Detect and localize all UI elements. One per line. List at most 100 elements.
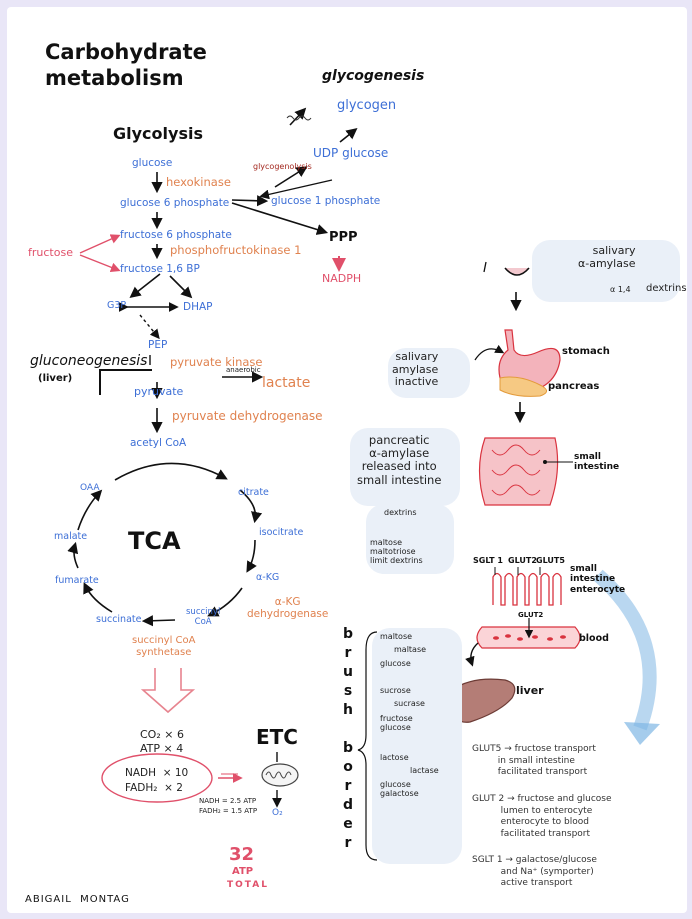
dextrin-products-label: maltose maltotriose limit dextrins (370, 538, 423, 566)
isocitrate-label: isocitrate (259, 527, 304, 538)
o2-label: O₂ (272, 808, 283, 818)
page-title-line2: metabolism (45, 66, 184, 90)
glucose-from-maltose: glucose (380, 659, 411, 668)
pyruvate-label: pyruvate (134, 385, 184, 398)
lactose-label: lactose (380, 753, 409, 762)
total-label: TOTAL (227, 880, 269, 890)
f6p-label: fructose 6 phosphate (120, 229, 232, 241)
brush-border-letter: r (344, 778, 352, 794)
fructose-glucose-label: fructose glucose (380, 714, 413, 733)
alpha14-label: α 1,4 (610, 285, 631, 294)
author-name: ABIGAIL MONTAG (25, 894, 130, 905)
succinate-label: succinate (96, 614, 142, 625)
total-number: 32 (229, 844, 255, 865)
brush-border-letter: s (343, 683, 353, 699)
salivary-amylase-label: salivary α-amylase (578, 244, 636, 270)
brush-border-letter: b (342, 626, 354, 642)
gluconeogenesis-label: gluconeogenesis (30, 353, 148, 369)
salivary-inactive-cloud (388, 348, 470, 398)
akg-dh-label: α-KG dehydrogenase (247, 596, 329, 621)
salivary-amylase-cloud (532, 240, 680, 302)
maltase-label: maltase (394, 645, 427, 654)
maltose-label: maltose (380, 632, 413, 641)
brush-border-letter: h (343, 702, 353, 718)
citrate-label: citrate (238, 487, 269, 498)
acetyl-coa-label: acetyl CoA (130, 437, 187, 449)
brush-border-cloud (372, 628, 462, 864)
lactate-label: lactate (262, 375, 311, 391)
glycolysis-heading: Glycolysis (113, 124, 203, 143)
nadh-atp-label: NADH = 2.5 ATP (199, 797, 257, 805)
g6p-label: glucose 6 phosphate (120, 197, 230, 209)
glut2-note: GLUT 2 → fructose and glucose lumen to e… (472, 794, 612, 840)
brush-border-letter (340, 720, 356, 739)
sucrose-label: sucrose (380, 686, 411, 695)
pyruvate-kinase-label: pyruvate kinase (170, 355, 263, 369)
salivary-inactive-label: salivary amylase inactive (392, 350, 439, 389)
pfk-label: phosphofructokinase 1 (170, 243, 302, 257)
glut2-blood-label: GLUT2 (518, 611, 544, 619)
glycogenolysis-label: glycogenolysis (253, 162, 312, 171)
brush-border-letter: u (343, 664, 353, 680)
pdh-label: pyruvate dehydrogenase (172, 409, 323, 423)
etc-label: ETC (256, 725, 298, 749)
glycogenesis-heading: glycogenesis (322, 68, 425, 84)
small-intestine-label: small intestine (574, 452, 620, 473)
dextrins-cloud (366, 504, 454, 574)
f16bp-label: fructose 1,6 BP (120, 263, 200, 275)
total-atp: ATP (232, 866, 254, 877)
dextrins-label: dextrins (646, 283, 687, 294)
ppp-label: PPP (329, 230, 358, 245)
glut2-label: GLUT2 (508, 556, 537, 565)
brush-border-letter: e (343, 816, 353, 832)
nadph-label: NADPH (322, 272, 362, 285)
g1p-label: glucose 1 phosphate (271, 195, 381, 207)
liver-label: liver (516, 684, 544, 697)
brush-border-letter: b (342, 740, 354, 756)
fumarate-label: fumarate (55, 575, 99, 586)
blood-label: blood (579, 633, 609, 644)
fadh2-yield: FADH₂ × 2 (125, 782, 183, 794)
sglt1-label: SGLT 1 (473, 556, 503, 565)
anaerobic-label: anaerobic (226, 366, 261, 374)
stomach-label: stomach (562, 346, 610, 357)
page-title-line1: Carbohydrate (45, 40, 207, 64)
enterocyte-label: small intestine enterocyte (570, 564, 626, 595)
dhap-label: DHAP (183, 301, 213, 313)
gluconeogenesis-location: (liver) (38, 373, 73, 384)
glycogen-label: glycogen (337, 98, 397, 113)
pancreas-label: pancreas (548, 381, 600, 392)
succinyl-coa-synthetase-label: succinyl CoA synthetase (132, 635, 196, 658)
tca-center-label: TCA (128, 527, 181, 555)
brush-border-letter: d (342, 797, 354, 813)
pancreatic-amylase-label: pancreatic α-amylase released into small… (357, 433, 442, 487)
udp-glucose-label: UDP glucose (313, 146, 389, 160)
malate-label: malate (54, 531, 88, 542)
glucose-galactose-label: glucose galactose (380, 780, 419, 799)
fadh2-atp-label: FADH₂ = 1.5 ATP (199, 807, 258, 815)
notes-page (7, 7, 687, 913)
sglt1-note: SGLT 1 → galactose/glucose and Na⁺ (symp… (472, 855, 597, 889)
brush-border-letter: r (344, 835, 352, 851)
succinyl-coa-label: succinyl CoA (186, 607, 221, 627)
brush-border-letter: o (343, 759, 353, 775)
pep-label: PEP (148, 339, 168, 351)
glucose-label: glucose (132, 157, 173, 169)
fructose-label: fructose (28, 246, 73, 259)
atp-yield: ATP × 4 (140, 742, 184, 755)
dextrins-small-label: dextrins (384, 508, 417, 517)
lactase-label: lactase (410, 766, 439, 775)
pancreatic-cloud (350, 428, 460, 506)
sucrase-label: sucrase (394, 699, 425, 708)
akg-label: α-KG (256, 572, 280, 583)
oaa-label: OAA (80, 483, 100, 493)
glut5-note: GLUT5 → fructose transport in small inte… (472, 744, 596, 778)
brush-border-letter: r (344, 645, 352, 661)
hexokinase-label: hexokinase (166, 175, 231, 189)
glut5-label: GLUT5 (536, 556, 565, 565)
co2-yield: CO₂ × 6 (140, 728, 184, 741)
nadh-yield: NADH × 10 (125, 767, 189, 779)
g3p-label: G3P (107, 300, 127, 311)
